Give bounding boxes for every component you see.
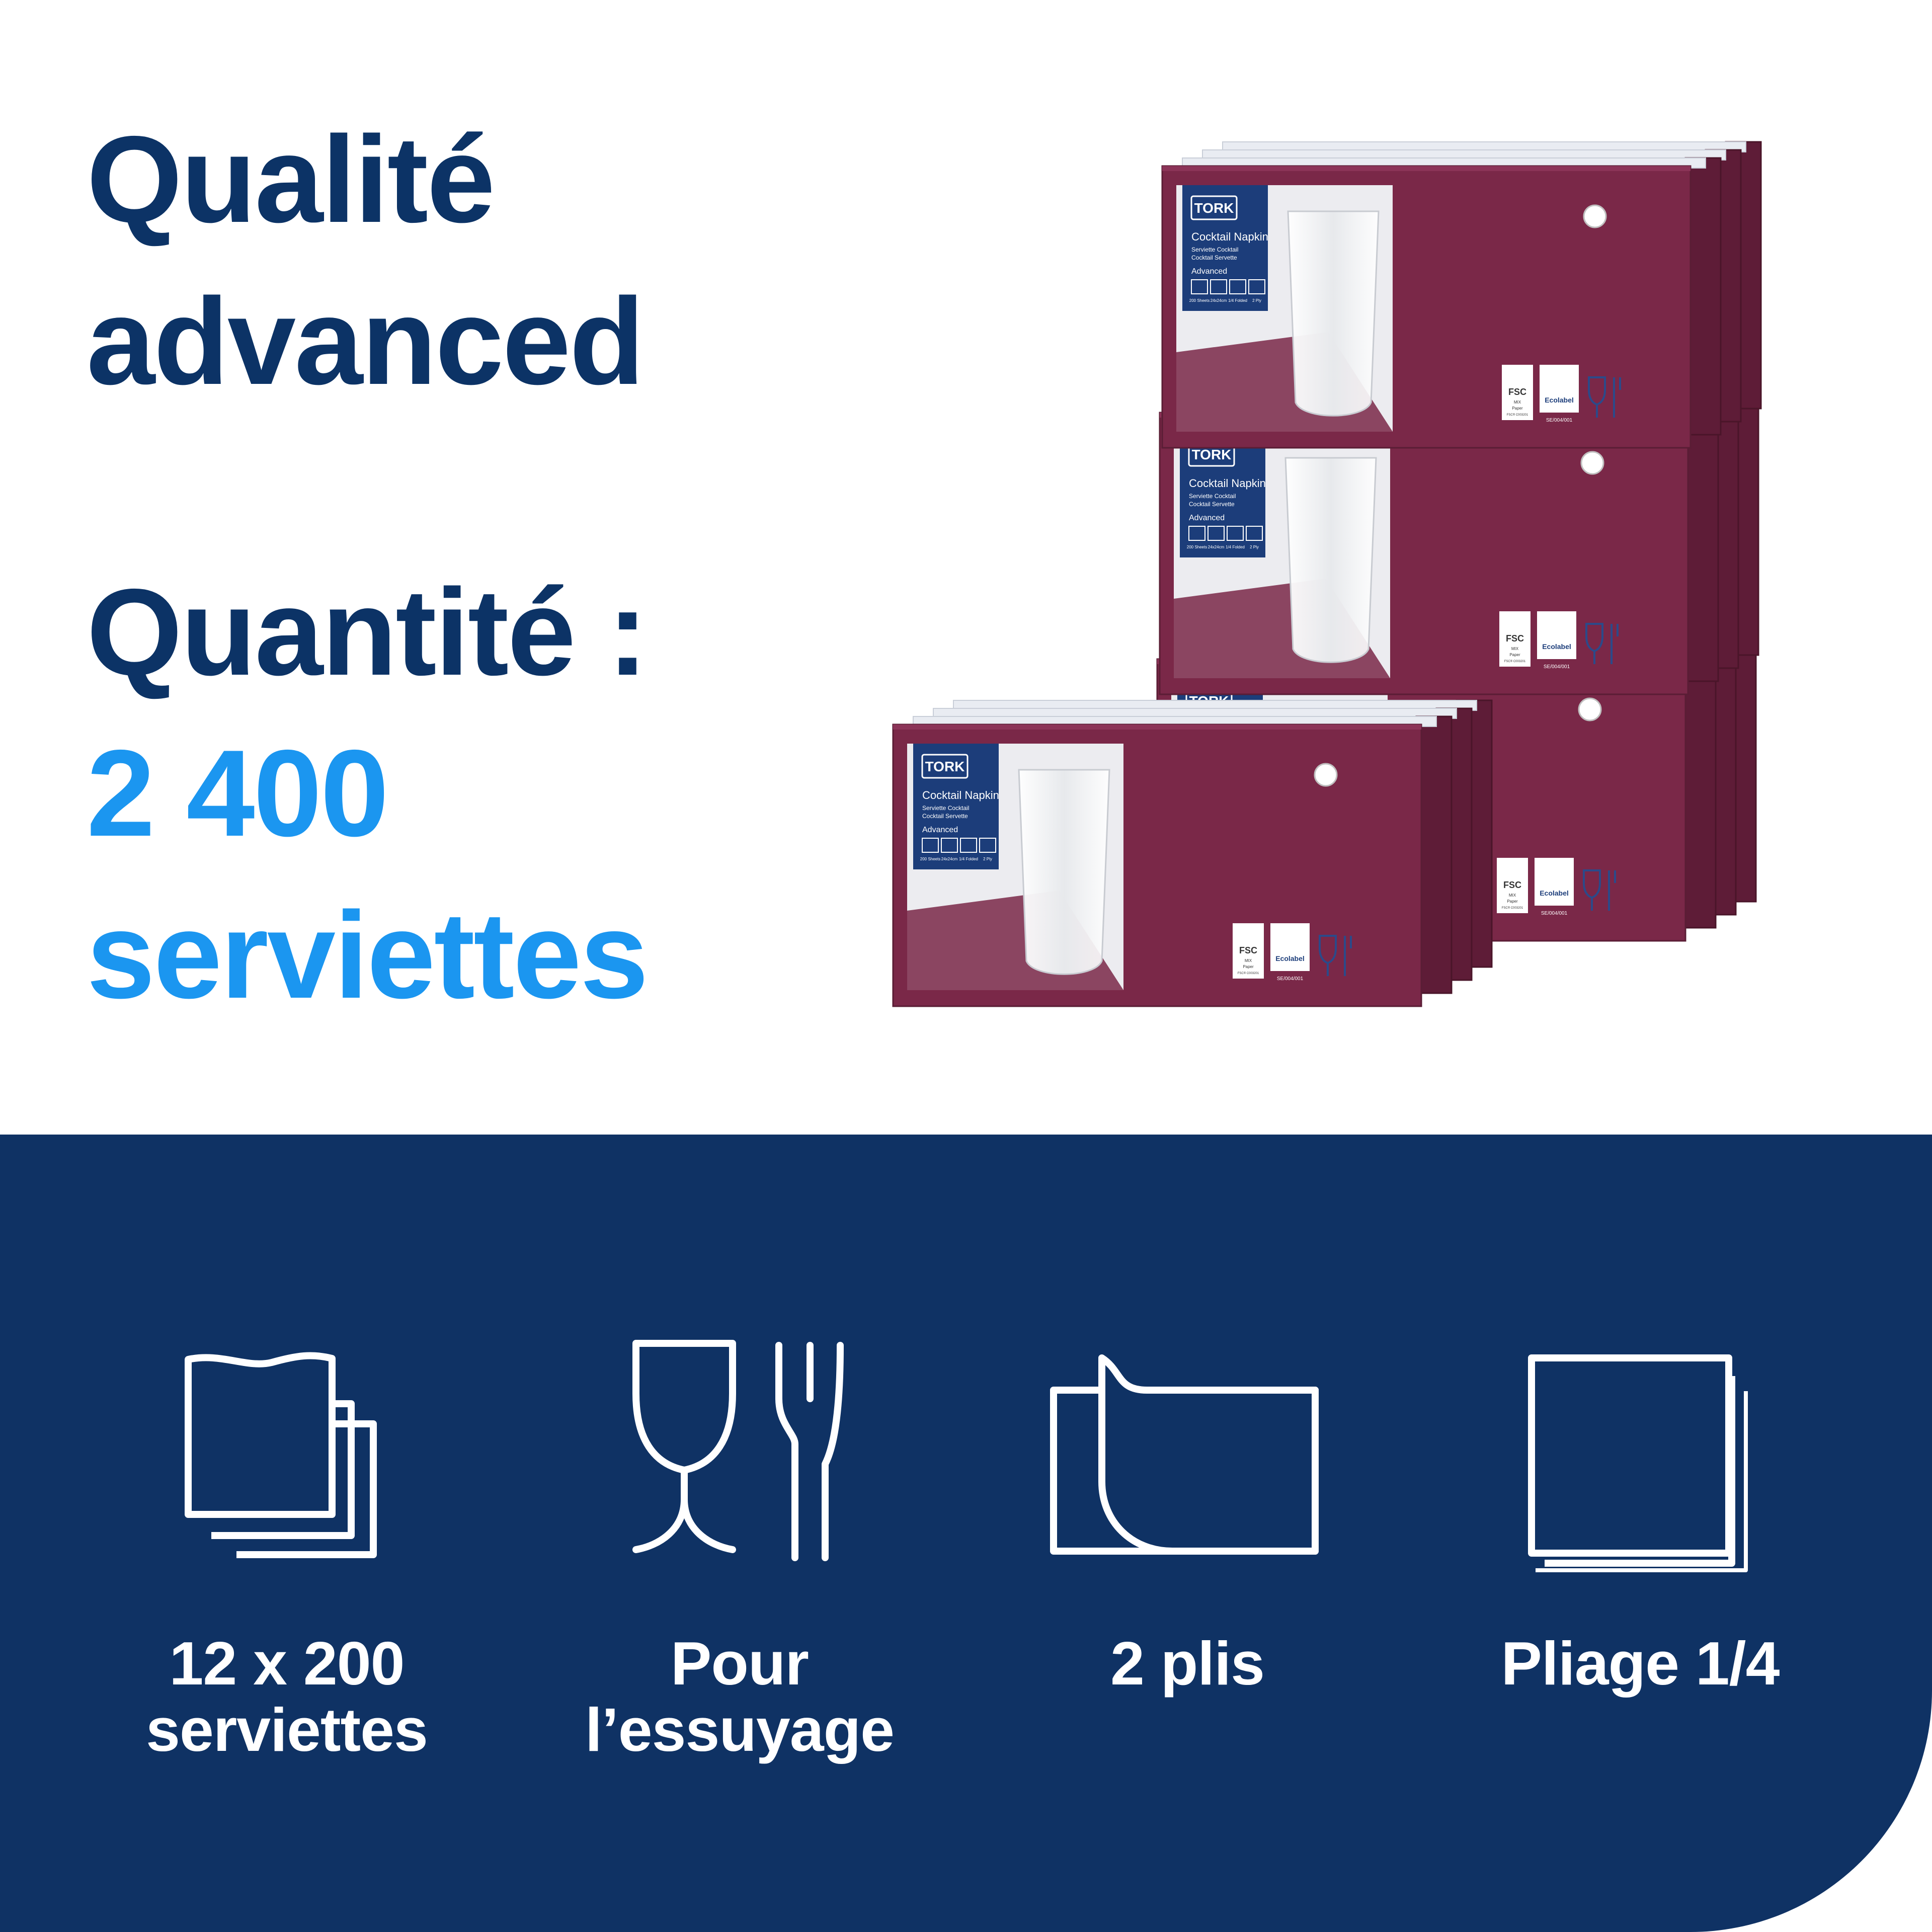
svg-text:Serviette Cocktail: Serviette Cocktail [1191,246,1238,253]
svg-text:2 Ply: 2 Ply [1252,298,1261,303]
svg-text:SE/004/001: SE/004/001 [1277,976,1304,982]
svg-text:MIX: MIX [1509,893,1516,898]
quantity-value: 2 400 serviettes [87,712,649,1036]
svg-text:200 Sheets: 200 Sheets [1189,298,1210,303]
svg-text:Paper: Paper [1512,406,1523,411]
svg-text:FSC® C003201: FSC® C003201 [1238,972,1259,975]
svg-text:200 Sheets: 200 Sheets [1187,545,1207,549]
svg-text:Paper: Paper [1507,899,1518,904]
svg-text:Advanced: Advanced [922,826,958,834]
feature-fold-label: Pliage 1/4 [1501,1629,1780,1698]
svg-text:Cocktail Servette: Cocktail Servette [1191,254,1237,261]
svg-text:Ecolabel: Ecolabel [1545,396,1574,404]
svg-text:Serviette Cocktail: Serviette Cocktail [922,804,969,812]
svg-text:FSC: FSC [1506,633,1524,643]
svg-text:Advanced: Advanced [1191,267,1227,276]
svg-text:Cocktail Servette: Cocktail Servette [922,813,968,820]
quantity-label: Quantité : [87,563,648,701]
svg-text:Cocktail Napkin: Cocktail Napkin [922,789,999,801]
feature-ply-label: 2 plis [1110,1629,1265,1698]
svg-text:Ecolabel: Ecolabel [1275,954,1305,962]
svg-text:MIX: MIX [1514,400,1521,405]
feature-use-label: Pour l’essuyage [585,1629,895,1764]
svg-text:SE/004/001: SE/004/001 [1544,664,1570,670]
stacked-napkins-icon [185,1352,377,1558]
svg-text:MIX: MIX [1245,958,1252,963]
svg-text:Advanced: Advanced [1189,514,1225,522]
svg-text:Serviette Cocktail: Serviette Cocktail [1189,493,1236,500]
svg-text:FSC: FSC [1239,945,1257,955]
svg-text:24x24cm: 24x24cm [1211,298,1227,303]
svg-text:1/4 Folded: 1/4 Folded [1226,545,1245,549]
quarter-fold-icon [1528,1354,1748,1572]
svg-text:200 Sheets: 200 Sheets [920,857,940,861]
svg-text:2 Ply: 2 Ply [983,857,992,861]
svg-text:TORK: TORK [1192,447,1232,462]
svg-text:Ecolabel: Ecolabel [1542,642,1571,651]
quantity-number: 2 400 [87,724,389,862]
svg-text:FSC: FSC [1508,387,1526,397]
svg-text:FSC: FSC [1503,880,1521,890]
svg-text:1/4 Folded: 1/4 Folded [959,857,978,861]
svg-text:24x24cm: 24x24cm [941,857,958,861]
svg-text:FSC® C003201: FSC® C003201 [1507,413,1528,417]
svg-text:Paper: Paper [1243,964,1254,969]
quantity-unit: serviettes [87,886,649,1024]
svg-text:1/4 Folded: 1/4 Folded [1228,298,1247,303]
svg-text:FSC® C003201: FSC® C003201 [1502,906,1523,910]
svg-text:FSC® C003201: FSC® C003201 [1504,660,1526,663]
svg-text:Paper: Paper [1509,653,1520,657]
svg-text:Cocktail Napkin: Cocktail Napkin [1189,477,1266,490]
features-band: 12 x 200 serviettes Pour l’essuyage [0,1135,1932,1932]
svg-text:Cocktail Servette: Cocktail Servette [1189,501,1235,508]
svg-text:TORK: TORK [1194,200,1234,216]
glass-fork-icon [632,1340,844,1561]
svg-text:24x24cm: 24x24cm [1208,545,1225,549]
svg-text:MIX: MIX [1511,647,1519,651]
quality-line-1: Qualité [87,110,495,248]
quality-headline: Qualité advanced [87,98,645,422]
feature-count-label: 12 x 200 serviettes [146,1629,428,1764]
svg-text:SE/004/001: SE/004/001 [1541,911,1568,916]
quality-line-2: advanced [87,272,645,410]
svg-text:Ecolabel: Ecolabel [1540,889,1569,897]
svg-text:TORK: TORK [925,759,965,774]
svg-text:Cocktail Napkin: Cocktail Napkin [1191,230,1268,243]
two-ply-icon [1050,1354,1319,1555]
svg-text:2 Ply: 2 Ply [1250,545,1259,549]
svg-text:SE/004/001: SE/004/001 [1546,418,1573,423]
